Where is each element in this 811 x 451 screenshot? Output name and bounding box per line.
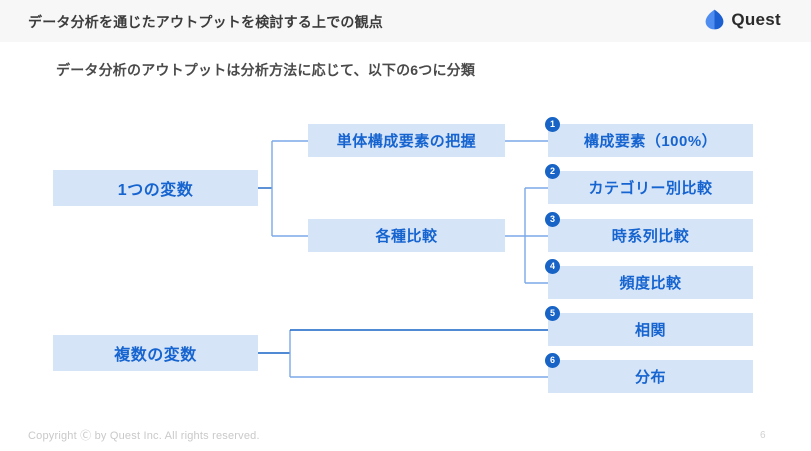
output-box-5[interactable]: 相関 xyxy=(548,313,753,346)
quest-leaf-logo-icon xyxy=(705,9,724,30)
output-box-2[interactable]: カテゴリー別比較 xyxy=(548,171,753,204)
output-box-label: 構成要素（100%） xyxy=(583,133,718,150)
level2-box-label: 単体構成要素の把握 xyxy=(336,133,477,150)
page-title: データ分析を通じたアウトプットを検討する上での観点 xyxy=(28,14,383,30)
output-box-label: 頻度比較 xyxy=(619,275,682,292)
level2-box-comparisons[interactable]: 各種比較 xyxy=(308,219,505,252)
level1-box-label: 1つの変数 xyxy=(117,182,194,199)
level1-box-single-variable[interactable]: 1つの変数 xyxy=(53,170,258,206)
output-badge-4: 4 xyxy=(545,259,560,274)
brand: Quest xyxy=(705,9,781,30)
level1-box-label: 複数の変数 xyxy=(114,347,197,364)
output-box-label: カテゴリー別比較 xyxy=(588,180,713,197)
output-box-1[interactable]: 構成要素（100%） xyxy=(548,124,753,157)
output-badge-2: 2 xyxy=(545,164,560,179)
slide-subtitle: データ分析のアウトプットは分析方法に応じて、以下の6つに分類 xyxy=(56,62,476,78)
output-box-4[interactable]: 頻度比較 xyxy=(548,266,753,299)
output-box-label: 時系列比較 xyxy=(611,228,690,245)
footer-copyright: Copyright Ⓒ by Quest Inc. All rights res… xyxy=(28,430,260,442)
slide-header: データ分析を通じたアウトプットを検討する上での観点 Quest xyxy=(0,0,811,42)
output-box-label: 相関 xyxy=(634,322,666,339)
footer-page-number: 6 xyxy=(760,430,766,441)
output-badge-3: 3 xyxy=(545,212,560,227)
level1-box-multiple-variables[interactable]: 複数の変数 xyxy=(53,335,258,371)
level2-box-label: 各種比較 xyxy=(375,228,438,245)
output-badge-5: 5 xyxy=(545,306,560,321)
level2-box-single-component[interactable]: 単体構成要素の把握 xyxy=(308,124,505,157)
output-box-6[interactable]: 分布 xyxy=(548,360,753,393)
output-box-label: 分布 xyxy=(634,369,666,386)
brand-name: Quest xyxy=(731,9,781,29)
output-badge-1: 1 xyxy=(545,117,560,132)
output-badge-6: 6 xyxy=(545,353,560,368)
output-box-3[interactable]: 時系列比較 xyxy=(548,219,753,252)
